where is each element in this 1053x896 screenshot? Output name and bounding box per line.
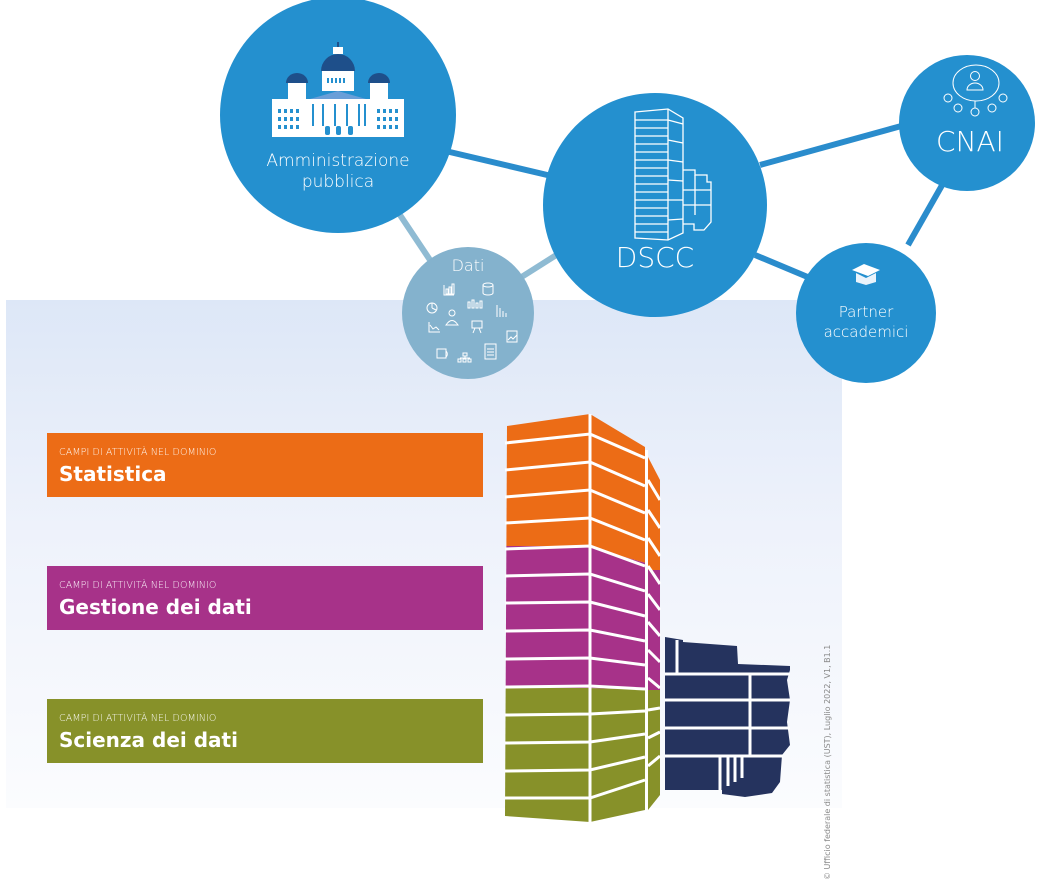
database-icon [482,282,494,296]
amministrazione-line2: pubblica [301,172,375,192]
presentation-board-icon [471,320,483,334]
histogram-icon [496,305,507,317]
domain-kicker: CAMPI DI ATTIVITÀ NEL DOMINIO [59,580,217,591]
tower-building-icon [634,108,712,241]
node-cnai-label: CNAI [936,125,1004,158]
amministrazione-line1: Amministrazione [266,151,410,171]
node-dati-label: Dati [451,256,485,275]
node-partner [796,243,936,383]
partner-line2: accademici [823,323,909,341]
bar-chart-icon [443,283,455,296]
domain-title: Gestione dei dati [59,595,252,619]
node-amministrazione-label: Amministrazione pubblica [245,151,431,193]
domain-bar-gestione: CAMPI DI ATTIVITÀ NEL DOMINIO Gestione d… [47,566,483,630]
analyst-person-icon [445,309,459,326]
domain-title: Scienza dei dati [59,728,238,752]
org-chart-icon [457,352,472,363]
domain-kicker: CAMPI DI ATTIVITÀ NEL DOMINIO [59,447,217,458]
node-cnai [899,55,1035,191]
copyright-credit: © Ufficio federale di statistica (UST), … [823,644,832,880]
link-cnai-partner [905,178,948,247]
partner-line1: Partner [838,303,894,321]
domain-kicker: CAMPI DI ATTIVITÀ NEL DOMINIO [59,713,217,724]
domain-bar-scienza: CAMPI DI ATTIVITÀ NEL DOMINIO Scienza de… [47,699,483,763]
node-dscc [543,93,767,317]
node-dati [402,247,534,379]
data-icons-cluster [426,282,518,363]
parliament-building-icon [272,42,404,137]
document-icon [484,343,497,360]
report-chart-icon [506,330,518,343]
calculator-icon [436,348,448,359]
line-chart-icon [428,322,440,333]
tower-floor-lines [504,414,662,822]
node-partner-label: Partner accademici [800,302,932,342]
node-dscc-label: DSCC [615,241,695,274]
pie-chart-icon [426,302,438,314]
network-person-icon [943,64,1008,117]
graduation-cap-icon [852,264,880,285]
link-dscc-partner [753,252,812,281]
link-dscc-cnai [759,122,906,168]
domain-title: Statistica [59,462,167,486]
population-chart-icon [467,299,483,309]
domain-bar-statistica: CAMPI DI ATTIVITÀ NEL DOMINIO Statistica [47,433,483,497]
